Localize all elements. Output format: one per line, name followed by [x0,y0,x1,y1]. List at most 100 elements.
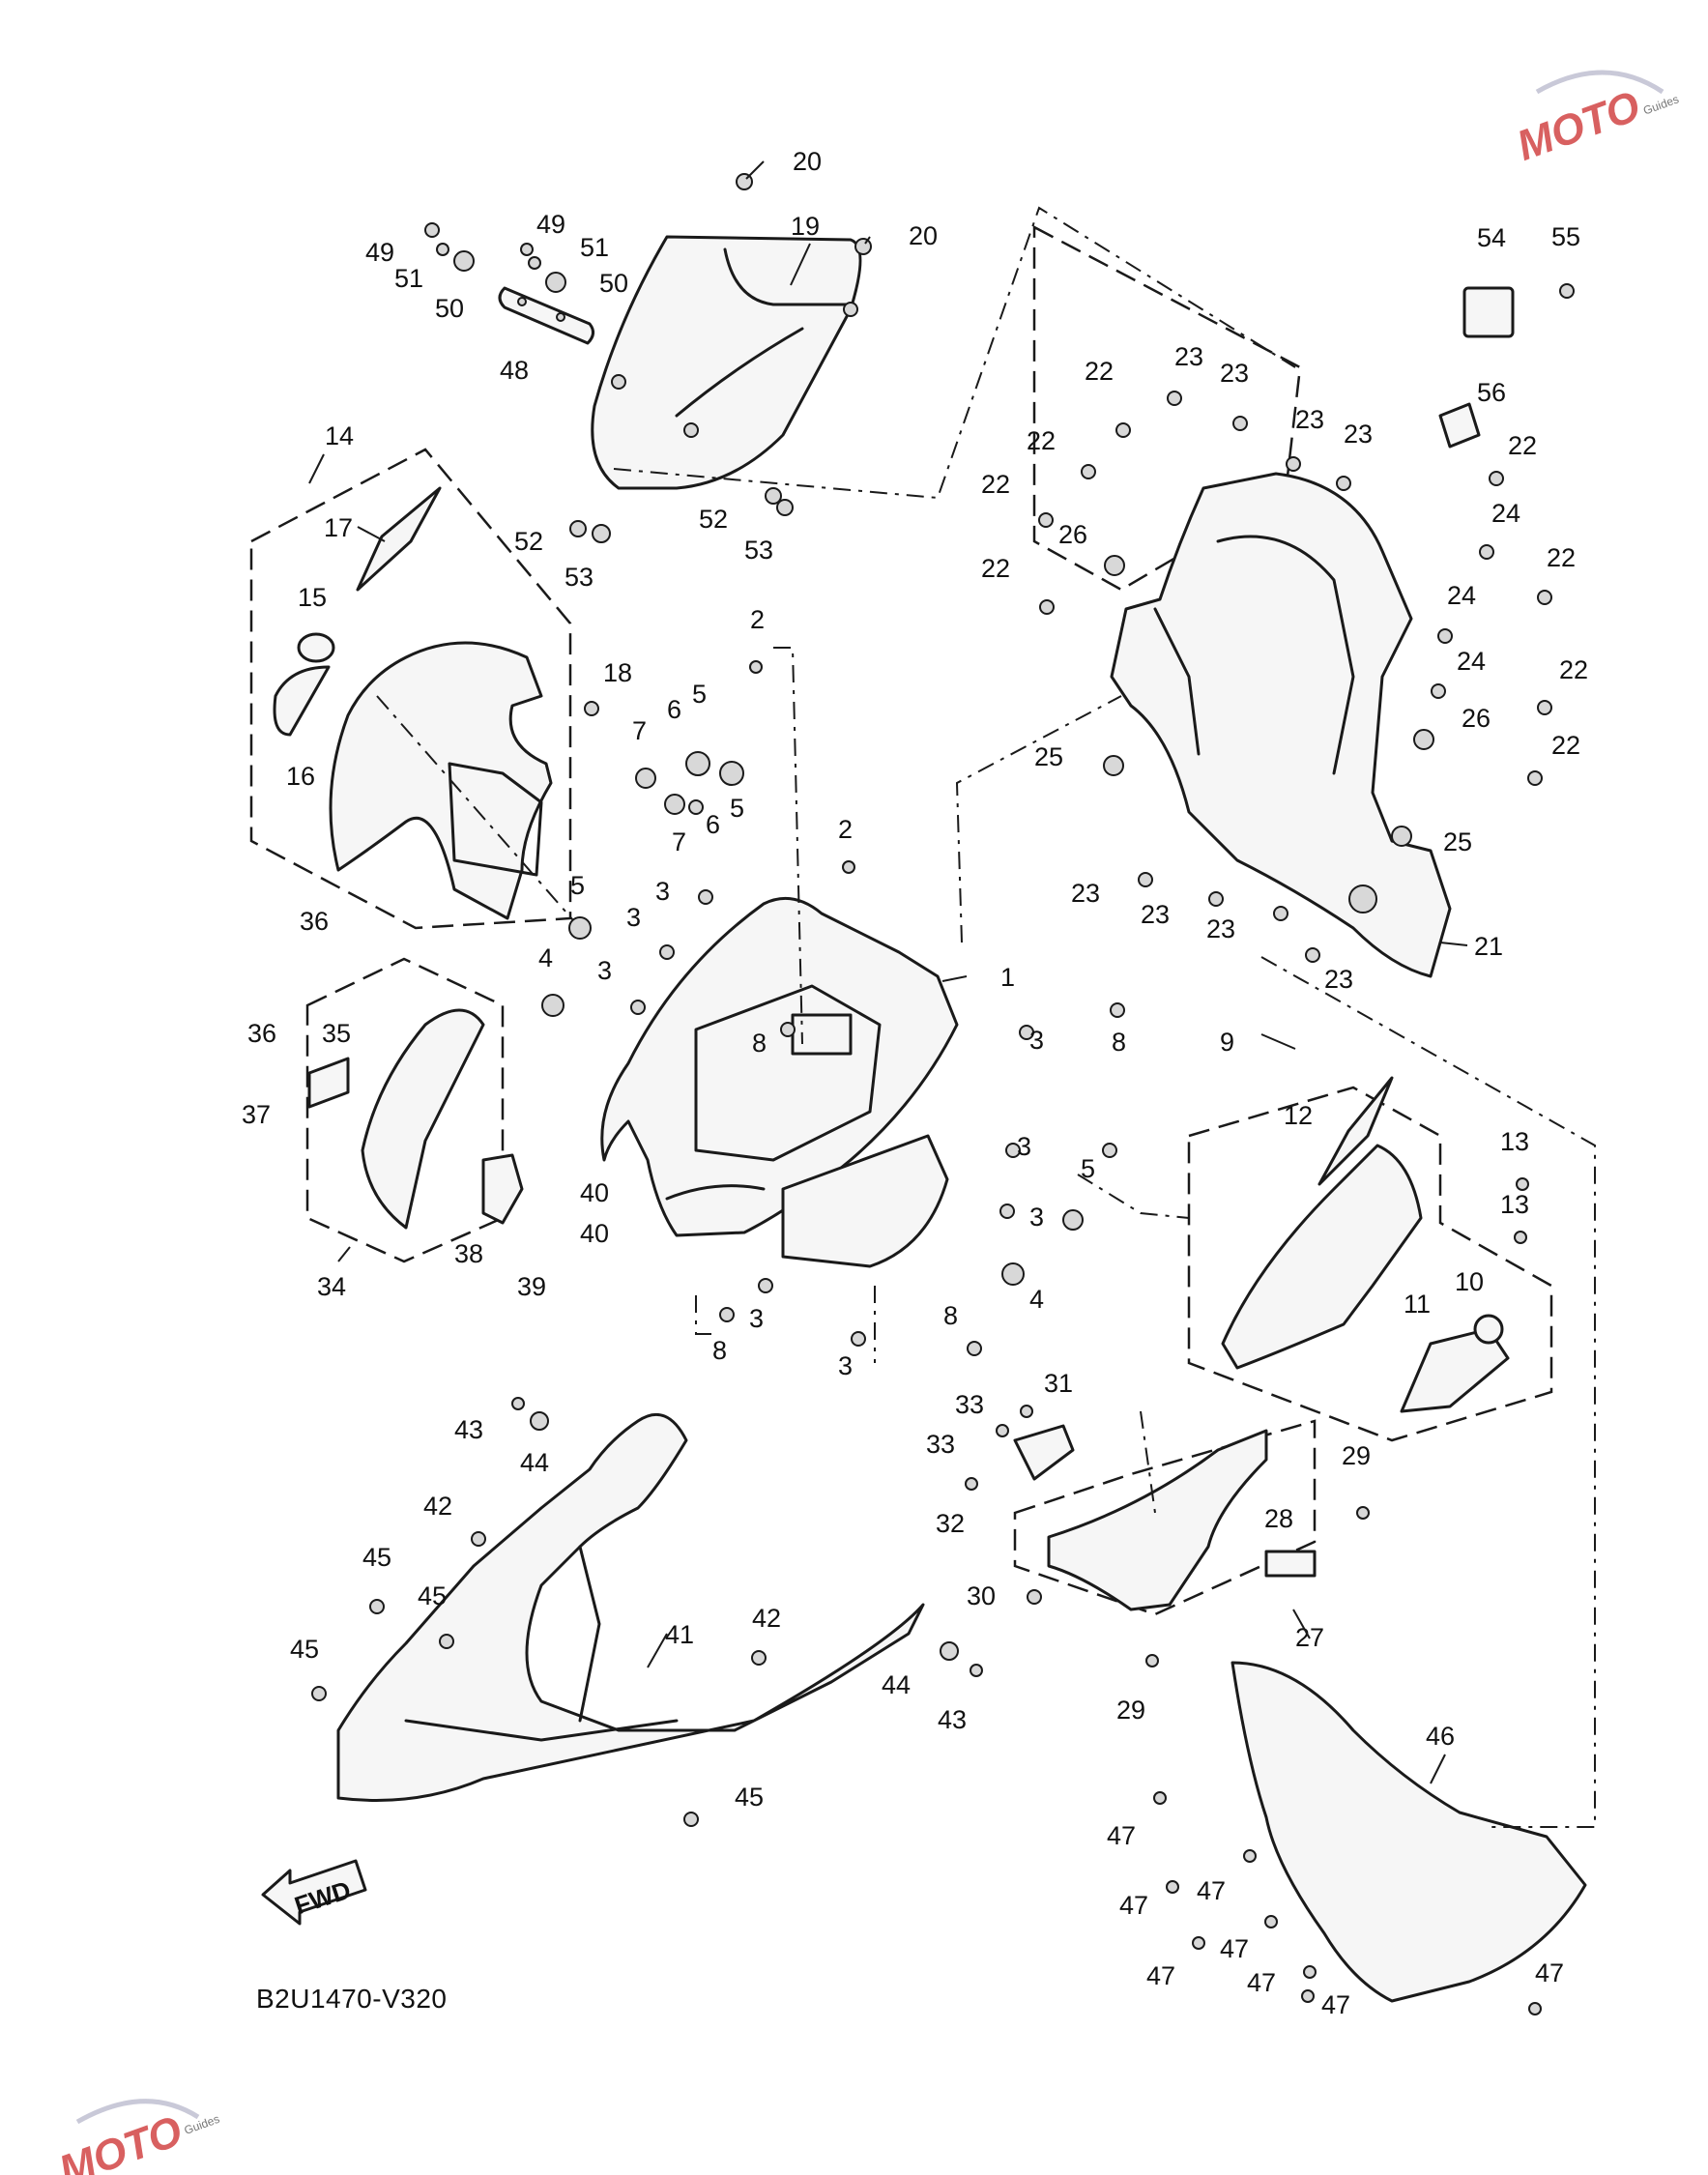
callout-5: 5 [692,680,707,709]
callout-1: 1 [1000,963,1015,992]
callout-31: 31 [1044,1369,1073,1398]
svg-text:Guides: Guides [183,2112,222,2137]
callout-29: 29 [1116,1696,1145,1725]
side-fairing-9 [1221,1144,1423,1370]
callout-46: 46 [1426,1722,1455,1751]
decal-12 [1317,1076,1394,1186]
callout-18: 18 [603,658,632,687]
callout-3: 3 [626,903,641,932]
callout-22: 22 [981,470,1010,499]
callout-26: 26 [1058,520,1087,549]
callout-34: 34 [317,1272,346,1301]
callout-33: 33 [926,1430,955,1459]
leader-dash-3 [1260,956,1596,1828]
callout-2: 2 [838,815,853,844]
decal-56 [1438,402,1481,449]
callout-30: 30 [967,1581,996,1610]
callout-47: 47 [1247,1968,1276,1997]
callout-47: 47 [1535,1958,1564,1987]
callout-3: 3 [1029,1203,1044,1232]
callout-44: 44 [520,1448,549,1477]
callout-23: 23 [1141,900,1170,929]
callout-44: 44 [882,1670,911,1699]
callout-24: 24 [1491,499,1520,528]
callout-8: 8 [1112,1028,1126,1057]
callout-45: 45 [290,1635,319,1664]
callout-38: 38 [454,1239,483,1268]
callout-9: 9 [1220,1028,1234,1057]
callout-24: 24 [1447,581,1476,610]
callout-22: 22 [981,554,1010,583]
callout-3: 3 [1017,1132,1031,1161]
callout-20: 20 [793,147,822,176]
callout-10: 10 [1455,1267,1484,1296]
callout-22: 22 [1508,431,1537,460]
callout-4: 4 [1029,1285,1044,1314]
callout-53: 53 [744,536,773,565]
callout-47: 47 [1220,1934,1249,1963]
side-cowl-panel [329,641,553,920]
callout-47: 47 [1321,1990,1350,2019]
callout-52: 52 [514,527,543,556]
callout-17: 17 [324,513,353,542]
decal-15 [297,632,335,663]
bracket-54 [1462,286,1515,338]
callout-15: 15 [298,583,327,612]
inner-cowling-frame [1110,472,1452,978]
callout-7: 7 [632,716,647,745]
callout-47: 47 [1197,1876,1226,1905]
callout-13: 13 [1500,1127,1529,1156]
callout-40: 40 [580,1178,609,1207]
leader-dash-9 [773,647,803,1045]
callout-52: 52 [699,505,728,534]
windscreen [591,235,862,490]
group-box-34 [305,957,505,1263]
callout-49: 49 [536,210,565,239]
callout-8: 8 [712,1336,727,1365]
callout-3: 3 [597,956,612,985]
callout-3: 3 [1029,1026,1044,1055]
svg-text:Guides: Guides [1641,92,1681,117]
callout-51: 51 [394,264,423,293]
callout-8: 8 [943,1301,958,1330]
callout-7: 7 [672,827,686,856]
leader-dash-1 [613,206,1296,500]
callout-3: 3 [655,877,670,906]
callout-14: 14 [325,421,354,450]
callout-50: 50 [435,294,464,323]
callout-22: 22 [1551,731,1580,760]
callout-25: 25 [1034,742,1063,771]
bracket-38 [481,1153,524,1225]
leader-dash-4 [1077,1174,1190,1219]
callout-32: 32 [936,1509,965,1538]
callout-48: 48 [500,356,529,385]
callout-22: 22 [1027,426,1056,455]
leader-dash-6 [695,1295,715,1335]
fwd-arrow [261,1859,367,1926]
callout-21: 21 [1474,932,1503,961]
callout-23: 23 [1206,914,1235,943]
callout-56: 56 [1477,378,1506,407]
callout-23: 23 [1344,420,1373,449]
callout-4: 4 [538,943,553,972]
callout-6: 6 [667,695,681,724]
callout-39: 39 [517,1272,546,1301]
callout-5: 5 [730,794,744,823]
callout-16: 16 [286,762,315,791]
callout-47: 47 [1107,1821,1136,1850]
callout-23: 23 [1324,965,1353,994]
diagram-code: B2U1470-V320 [256,1984,448,2014]
callout-22: 22 [1559,655,1588,684]
side-cover-34 [361,1008,485,1230]
callout-19: 19 [791,212,820,241]
callout-23: 23 [1071,879,1100,908]
lower-cowl [336,1412,925,1802]
callout-leaders [308,160,1468,1784]
callout-22: 22 [1085,357,1114,386]
fasteners [311,173,1575,2016]
decal-16 [273,665,331,737]
callout-23: 23 [1220,359,1249,388]
callout-12: 12 [1284,1101,1313,1130]
inner-panel [781,1134,949,1268]
